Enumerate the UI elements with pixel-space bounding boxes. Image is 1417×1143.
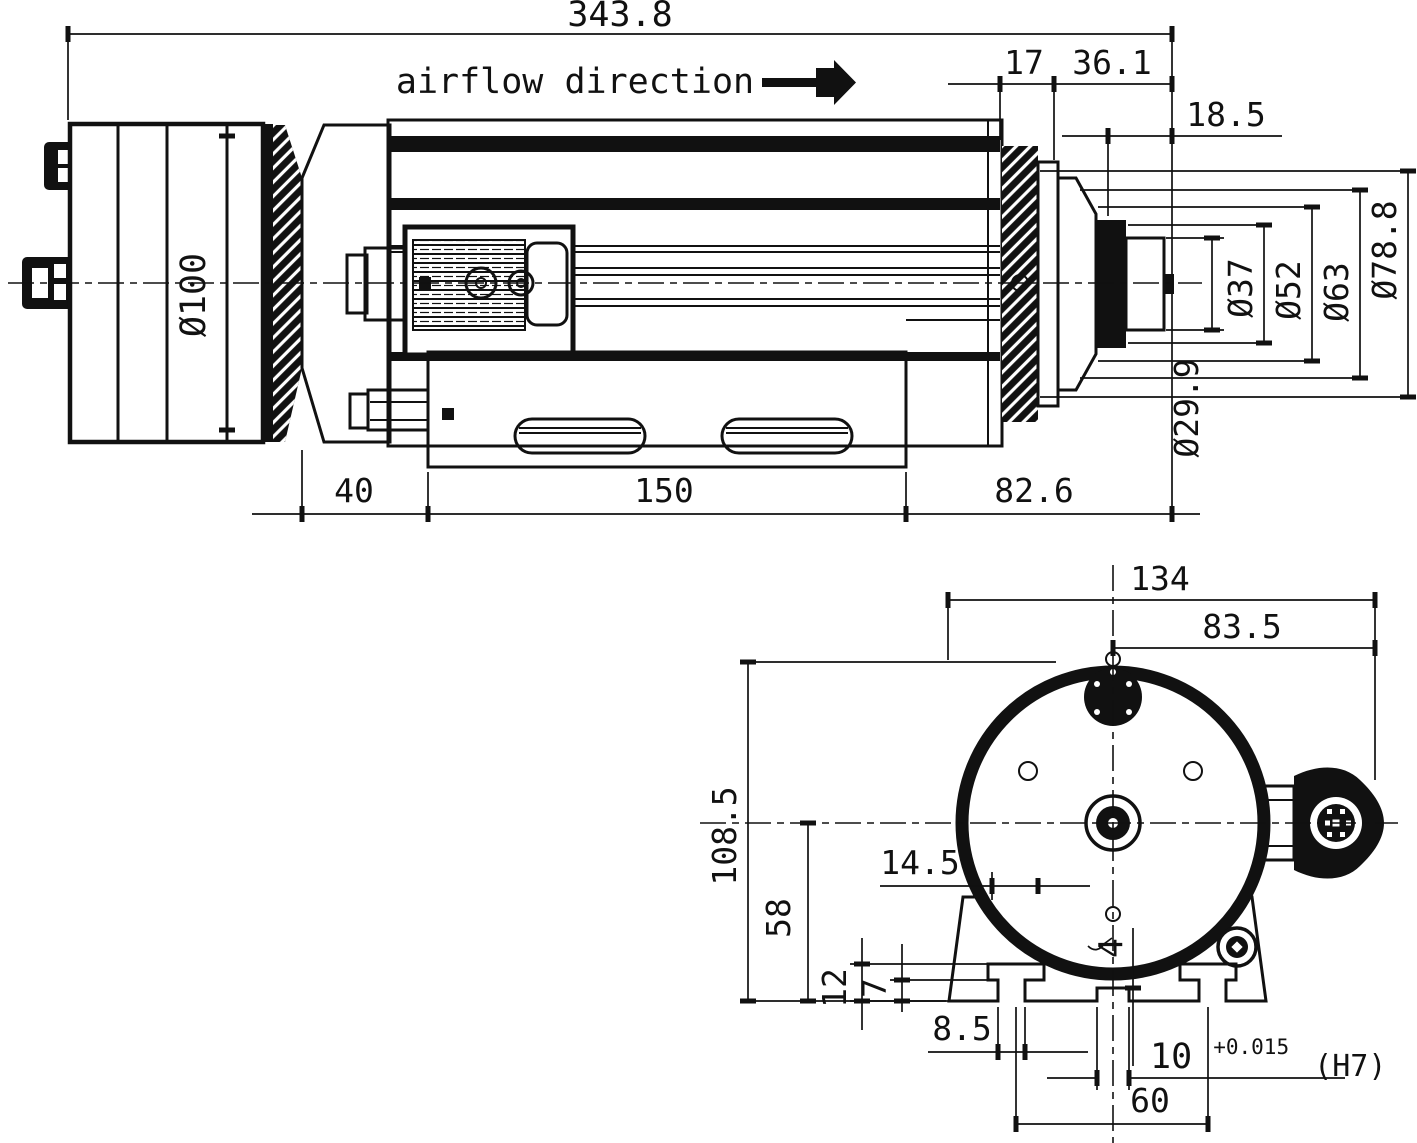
dim-housing-diameter: Ø100 <box>174 253 214 337</box>
dim-diameter-37: Ø37 <box>1221 258 1260 318</box>
dim-diameter-52: Ø52 <box>1269 260 1308 320</box>
dim-overall-length: 343.8 <box>567 0 672 35</box>
signal-connector <box>1260 767 1384 879</box>
airflow-direction-label: airflow direction <box>396 62 754 102</box>
side-view: 343.8 airflow direction 17 36.1 18.5 Ø10… <box>8 0 1416 522</box>
base-screw <box>1216 926 1258 968</box>
dim-slot-spacing: 60 <box>1130 1081 1170 1120</box>
front-view: 134 83.5 108.5 58 14.5 12 7 <box>700 559 1398 1143</box>
dim-key-depth: 4 <box>1091 938 1130 958</box>
dim-rear-to-base: 40 <box>334 471 374 510</box>
flange-adapter <box>300 123 392 444</box>
base-slot-left <box>513 417 647 455</box>
base-slot-right <box>720 417 854 455</box>
side-view-dimensions: 343.8 airflow direction 17 36.1 18.5 Ø10… <box>65 0 1416 522</box>
dim-diameter-78-8: Ø78.8 <box>1365 200 1404 299</box>
face-hole-left <box>1018 761 1038 781</box>
clamp-box <box>402 224 576 358</box>
dim-overall-width: 134 <box>1130 559 1190 598</box>
dim-tslot-opening: 8.5 <box>932 1009 992 1048</box>
dim-diameter-63: Ø63 <box>1317 262 1356 322</box>
key-tolerance-value: +0.015 <box>1213 1035 1289 1059</box>
rear-connector-top <box>44 142 74 190</box>
dim-axis-height: 58 <box>759 898 798 938</box>
dim-tslot-lip: 7 <box>855 978 894 998</box>
dim-shaft-end-diameter: Ø29.9 <box>1167 358 1206 457</box>
front-view-dimensions: 134 83.5 108.5 58 14.5 12 7 <box>705 559 1386 1132</box>
shaft-lock-stub <box>345 246 409 322</box>
airflow-arrow-icon <box>762 60 856 105</box>
dim-collet-nut-width: 17 <box>1004 43 1044 82</box>
dim-tslot-depth: 12 <box>815 968 854 1008</box>
face-hole-right <box>1183 761 1203 781</box>
mounting-base-plate <box>348 350 908 469</box>
key-fit-value: (H7) <box>1314 1049 1386 1084</box>
dim-nose-length: 36.1 <box>1072 43 1151 82</box>
motor-body <box>386 118 1004 448</box>
dim-slot-offset: 14.5 <box>880 843 959 882</box>
dim-shaft-end-length: 18.5 <box>1186 95 1265 134</box>
dim-overall-height: 108.5 <box>705 786 744 885</box>
spindle-nose <box>1002 146 1174 422</box>
collet-nut-knurled <box>1002 146 1038 422</box>
dim-nose-section-length: 82.6 <box>994 471 1073 510</box>
rear-connector-bottom <box>22 257 74 309</box>
dim-base-length: 150 <box>634 471 694 510</box>
base-front-stub <box>348 388 430 432</box>
dim-key-width: 10 +0.015 (H7) <box>1150 1023 1386 1084</box>
dim-connector-offset: 83.5 <box>1202 607 1281 646</box>
face-hole-bottom <box>1105 906 1121 922</box>
key-width-value: 10 <box>1150 1037 1192 1077</box>
